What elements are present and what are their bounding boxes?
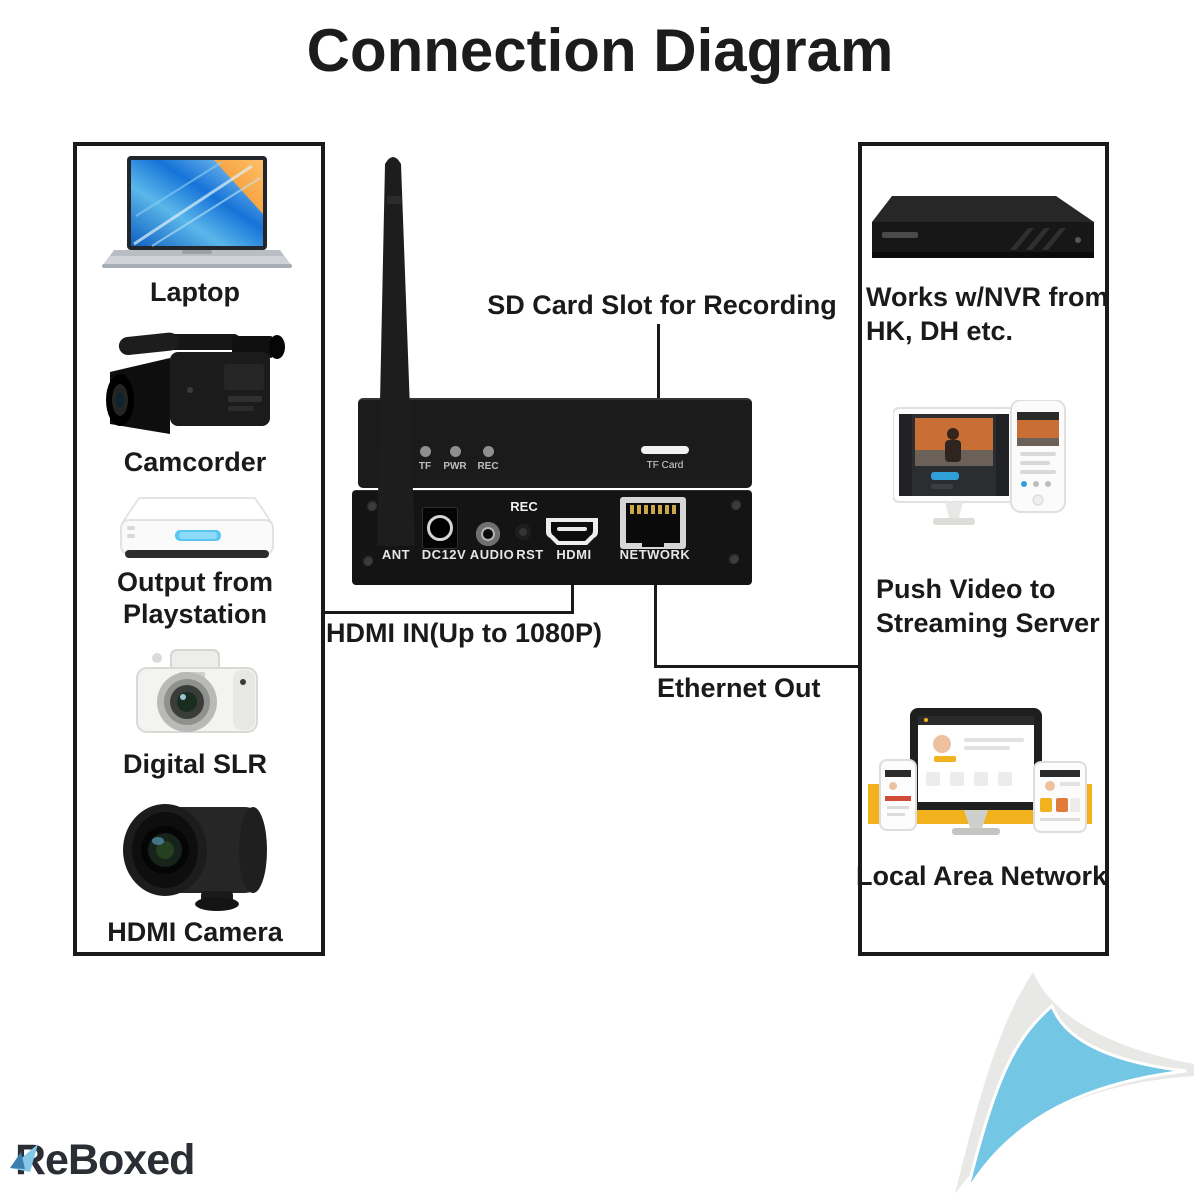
- hdmi-camera-label: HDMI Camera: [107, 917, 283, 947]
- audio-port-label: AUDIO: [469, 547, 515, 562]
- rec-button-label: REC: [510, 499, 538, 514]
- rec-led: [483, 446, 494, 457]
- tf-led-label: TF: [418, 461, 432, 472]
- laptop-icon: [102, 156, 292, 268]
- sd-card-callout-line: [657, 324, 660, 400]
- hdmi-port-icon: [546, 518, 598, 545]
- rst-port-label: RST: [516, 547, 544, 562]
- dc12v-port-label: DC12V: [421, 547, 467, 562]
- reboxed-logo-fold-icon: [10, 1144, 38, 1172]
- laptop-label: Laptop: [150, 277, 240, 307]
- digital-slr-label: Digital SLR: [122, 749, 267, 779]
- rec-led-label: REC: [477, 461, 499, 472]
- screw-icon: [366, 500, 377, 511]
- screw-icon: [362, 555, 373, 566]
- digital-slr-icon: [136, 649, 258, 733]
- ethernet-callout-line-horizontal: [654, 665, 858, 668]
- page-curl-icon: [955, 972, 1194, 1194]
- nvr-label: Works w/NVR from HK, DH etc.: [866, 282, 1109, 346]
- antenna-icon: [377, 157, 415, 546]
- encoder-front-panel: TF PWR REC TF Card: [358, 398, 752, 488]
- sd-card-callout-label: SD Card Slot for Recording: [487, 290, 837, 320]
- ethernet-callout-line-vertical: [654, 584, 657, 668]
- tf-card-slot: [641, 446, 689, 454]
- tf-led: [420, 446, 431, 457]
- ethernet-out-callout-label: Ethernet Out: [657, 673, 821, 703]
- hdmi-callout-line-vertical: [571, 584, 574, 614]
- streaming-server-label: Push Video to Streaming Server: [876, 574, 1100, 638]
- dc12v-jack: [422, 507, 458, 549]
- reboxed-logo: ReBoxed: [15, 1136, 195, 1184]
- screw-icon: [728, 553, 739, 564]
- hdmi-port-label: HDMI: [556, 547, 592, 562]
- hdmi-in-callout-label: HDMI IN(Up to 1080P): [326, 618, 603, 648]
- encoder-back-panel: REC ANT DC12V AUDIO RST HDMI NETWORK: [352, 490, 752, 585]
- audio-jack: [476, 522, 500, 546]
- local-area-network-label: Local Area Network: [856, 861, 1108, 891]
- network-port-icon: [620, 497, 686, 549]
- network-port-label: NETWORK: [619, 547, 691, 562]
- hdmi-camera-icon: [123, 804, 267, 911]
- screw-icon: [730, 499, 741, 510]
- pwr-led-label: PWR: [443, 461, 467, 472]
- pwr-led: [450, 446, 461, 457]
- reset-button: [515, 524, 531, 540]
- nvr-icon: [872, 196, 1094, 258]
- playstation-icon: [120, 497, 274, 558]
- streaming-server-icon: [893, 400, 1066, 525]
- camcorder-label: Camcorder: [123, 447, 267, 477]
- camcorder-icon: [106, 332, 285, 434]
- hdmi-callout-line-horizontal: [321, 611, 574, 614]
- local-area-network-icon: [868, 708, 1092, 835]
- playstation-label: Output from Playstation: [117, 567, 273, 629]
- ant-port-label: ANT: [381, 547, 411, 562]
- tf-card-label: TF Card: [646, 460, 684, 471]
- page-title: Connection Diagram: [306, 17, 894, 84]
